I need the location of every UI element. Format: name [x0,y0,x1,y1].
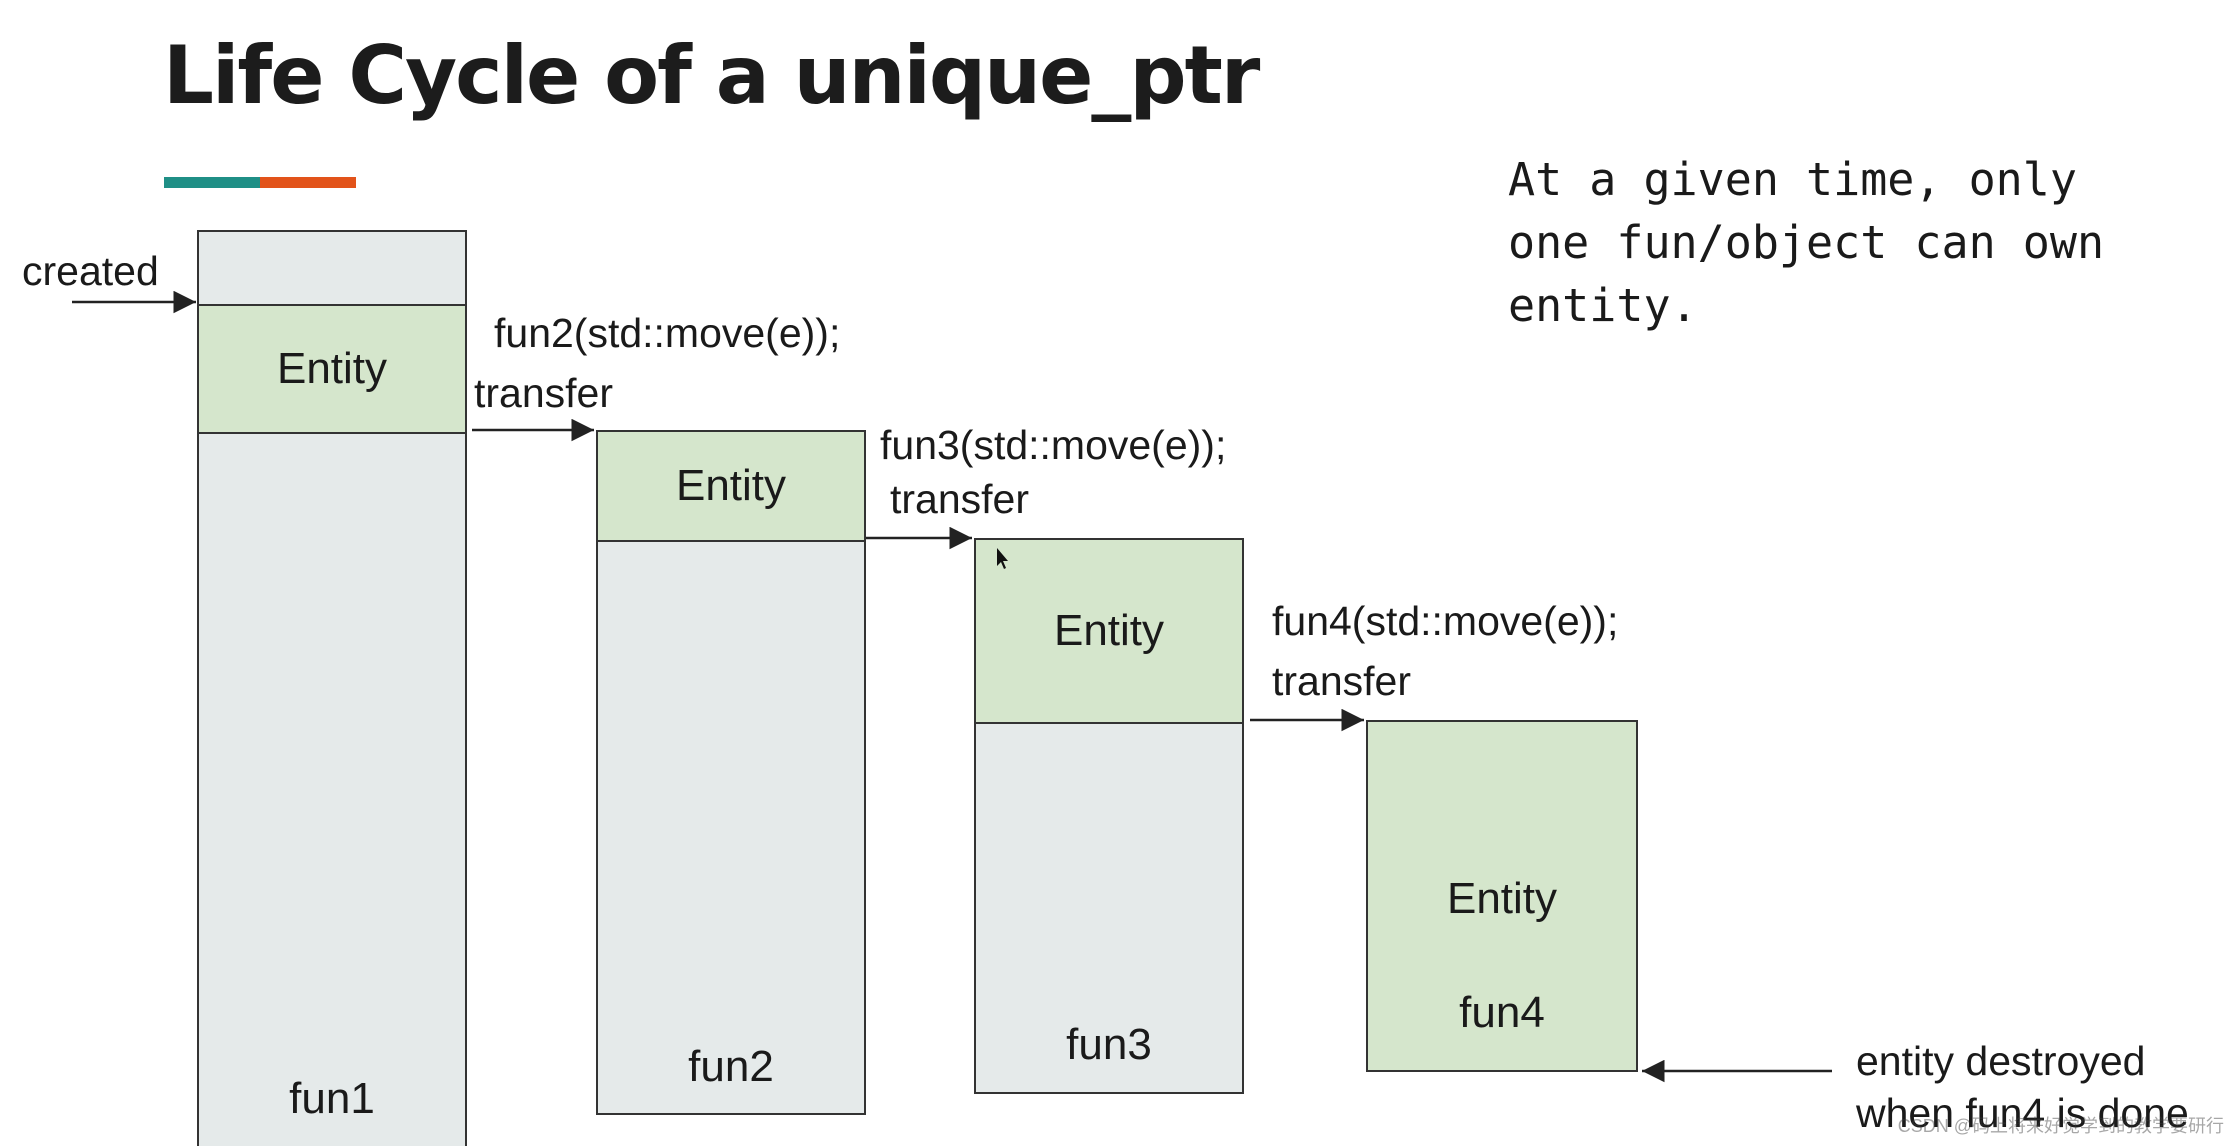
transfer-call-2: fun3(std::move(e)); [880,422,1227,468]
mouse-cursor [997,548,1008,569]
page-title: Life Cycle of a unique_ptr [163,29,1260,122]
fun2-frame: Entity fun2 [596,430,866,1115]
transfer-label-2: transfer [890,476,1029,522]
fun2-entity: Entity [598,432,864,542]
note-line: entity. [1508,279,1698,332]
note-line: one fun/object can own [1508,216,2105,269]
title-accent-teal [164,177,260,188]
destroyed-line-2: when fun4 is done [1856,1090,2189,1136]
fun1-frame: Entity fun1 [197,230,467,1146]
fun3-entity: Entity [976,540,1242,724]
fun2-label: fun2 [688,1042,774,1091]
fun4-label: fun4 [1459,988,1545,1037]
watermark: CSDN @码上将来好觉学到的教学要研行 [1897,1116,2224,1136]
note-line: At a given time, only [1508,153,2077,206]
fun4-frame: Entity fun4 [1366,720,1638,1072]
transfer-call-3: fun4(std::move(e)); [1272,598,1619,644]
fun1-entity: Entity [199,304,465,434]
fun4-entity: Entity [1446,874,1558,923]
fun1-label: fun1 [289,1074,375,1123]
transfer-label-1: transfer [474,370,613,416]
destroyed-line-1: entity destroyed [1856,1038,2146,1084]
created-label: created [22,248,159,294]
fun3-label: fun3 [1066,1020,1152,1069]
ownership-note: At a given time, only one fun/object can… [1508,148,2104,337]
fun3-frame: Entity fun3 [974,538,1244,1094]
title-accent-orange [260,177,356,188]
transfer-label-3: transfer [1272,658,1411,704]
transfer-call-1: fun2(std::move(e)); [494,310,841,356]
